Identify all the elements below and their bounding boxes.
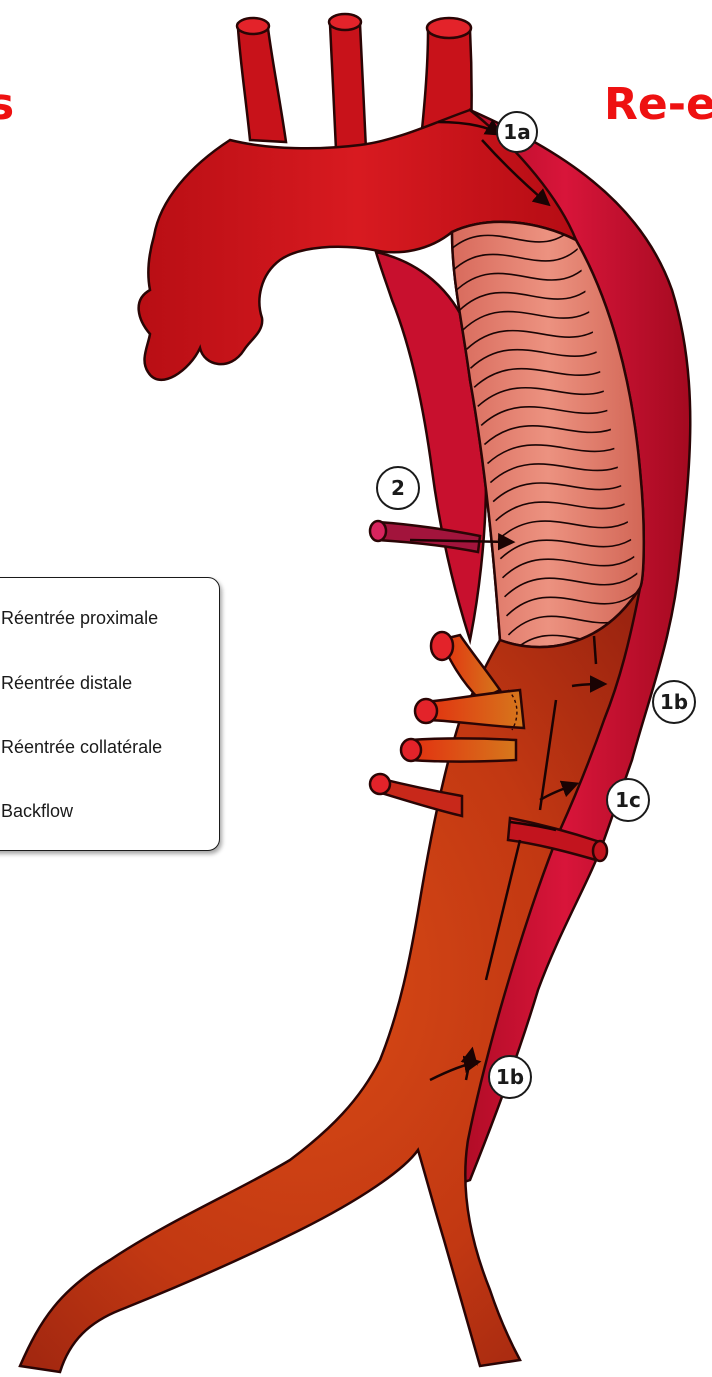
callout-1a: 1a bbox=[497, 112, 537, 152]
legend-box: Réentrée proximale Réentrée distale Réen… bbox=[0, 577, 220, 851]
svg-text:1b: 1b bbox=[660, 690, 688, 714]
callout-1b-lower: 1b bbox=[489, 1056, 531, 1098]
callout-1b-upper: 1b bbox=[653, 681, 695, 723]
callout-2: 2 bbox=[377, 467, 419, 509]
svg-text:1b: 1b bbox=[496, 1065, 524, 1089]
svg-text:2: 2 bbox=[391, 476, 405, 500]
svg-text:1c: 1c bbox=[615, 788, 641, 812]
callout-1c: 1c bbox=[607, 779, 649, 821]
legend-item-collateral-reentry: Réentrée collatérale bbox=[1, 737, 162, 758]
legend-item-proximal-reentry: Réentrée proximale bbox=[1, 608, 158, 629]
legend-item-backflow: Backflow bbox=[1, 801, 73, 822]
legend-item-distal-reentry: Réentrée distale bbox=[1, 673, 132, 694]
svg-text:1a: 1a bbox=[503, 120, 530, 144]
